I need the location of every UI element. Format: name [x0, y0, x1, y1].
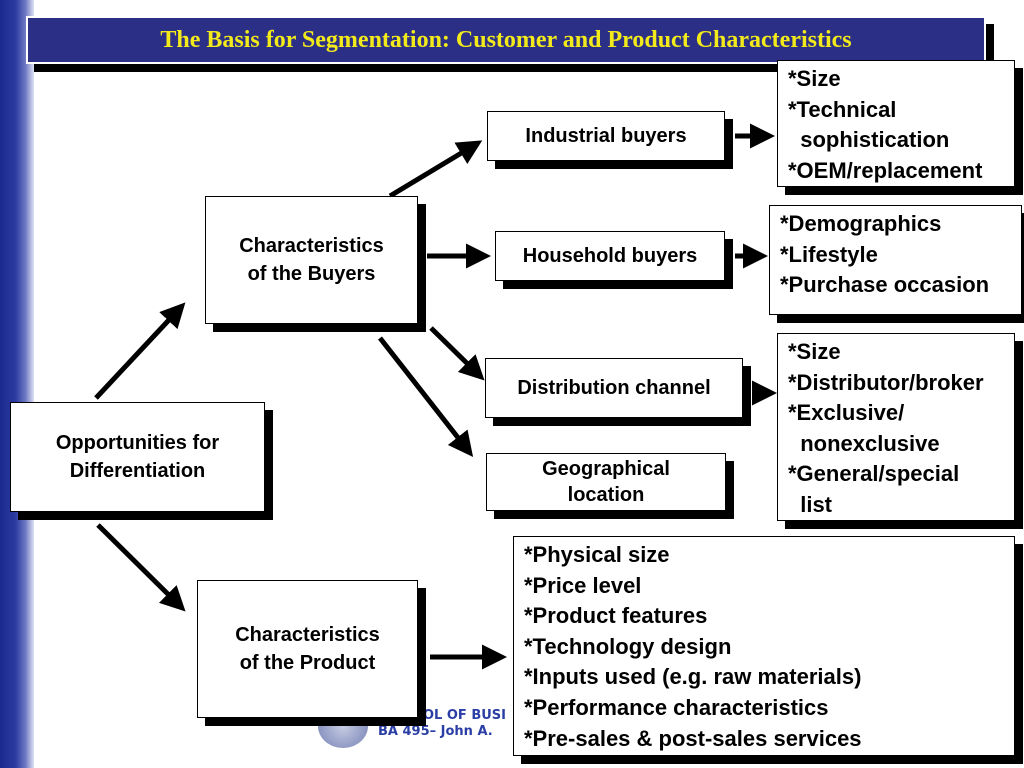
- node-product: Characteristics of the Product: [197, 580, 418, 718]
- node-opportunities-label: Opportunities for Differentiation: [55, 432, 220, 482]
- list-industrial-attributes: *Size *Technical sophistication *OEM/rep…: [777, 60, 1015, 187]
- arrow-buyers-to-industrial: [388, 140, 483, 199]
- title-bar: The Basis for Segmentation: Customer and…: [26, 16, 986, 64]
- slide-title: The Basis for Segmentation: Customer and…: [160, 26, 852, 53]
- node-household-buyers: Household buyers: [495, 231, 725, 281]
- node-geographical-location: Geographical location: [486, 453, 726, 511]
- node-geographical-location-label: Geographical location: [542, 458, 670, 506]
- node-product-label: Characteristics of the Product: [235, 624, 380, 674]
- node-industrial-buyers-label: Industrial buyers: [525, 125, 687, 147]
- node-opportunities: Opportunities for Differentiation: [10, 402, 265, 512]
- list-distribution-attributes: *Size *Distributor/broker *Exclusive/ no…: [777, 333, 1015, 521]
- arrow-buyers-to-distribution: [429, 326, 485, 381]
- node-buyers-label: Characteristics of the Buyers: [239, 235, 384, 285]
- arrow-buyers-to-geographical: [378, 336, 474, 457]
- arrow-opportunities-to-product: [96, 523, 186, 612]
- list-product-attributes: *Physical size *Price level *Product fea…: [513, 536, 1015, 756]
- node-distribution-channel-label: Distribution channel: [517, 377, 711, 399]
- node-distribution-channel: Distribution channel: [485, 358, 743, 418]
- list-household-attributes: *Demographics *Lifestyle *Purchase occas…: [769, 205, 1022, 315]
- node-buyers: Characteristics of the Buyers: [205, 196, 418, 324]
- node-household-buyers-label: Household buyers: [522, 245, 698, 267]
- footer-school-name: OL OF BUSI: [423, 708, 506, 723]
- left-decorative-strip: [0, 0, 34, 768]
- node-industrial-buyers: Industrial buyers: [487, 111, 725, 161]
- footer-course-label: BA 495– John A.: [378, 724, 493, 739]
- arrow-opportunities-to-buyers: [94, 302, 186, 400]
